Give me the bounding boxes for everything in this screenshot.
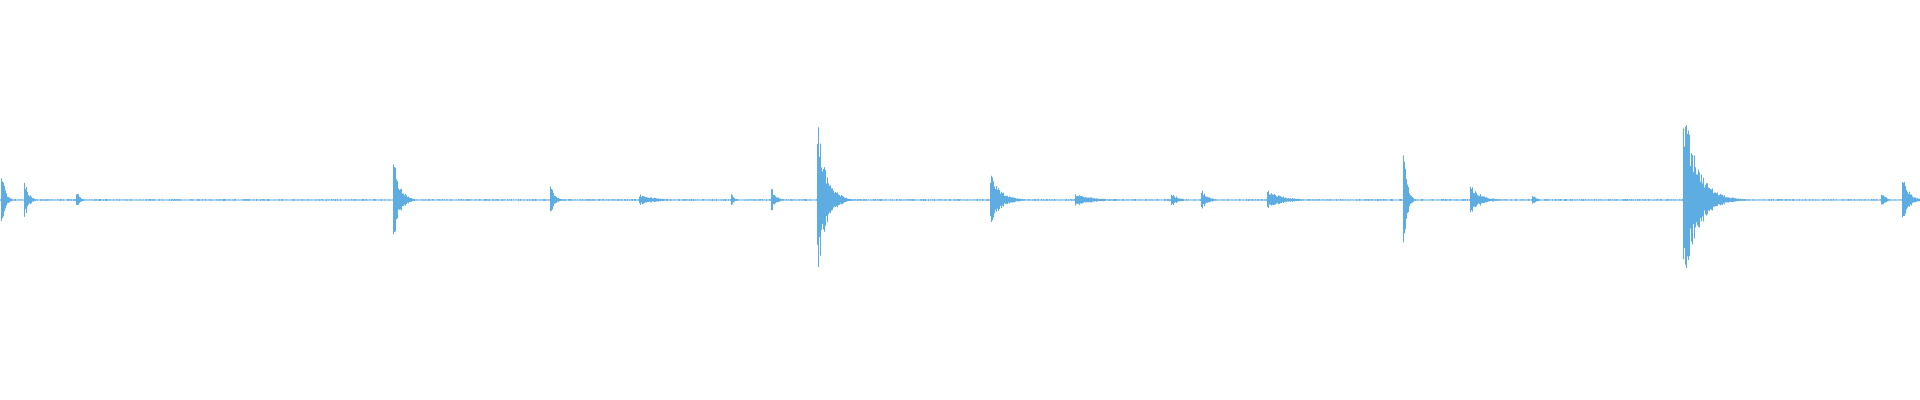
waveform-path [0,125,1920,269]
